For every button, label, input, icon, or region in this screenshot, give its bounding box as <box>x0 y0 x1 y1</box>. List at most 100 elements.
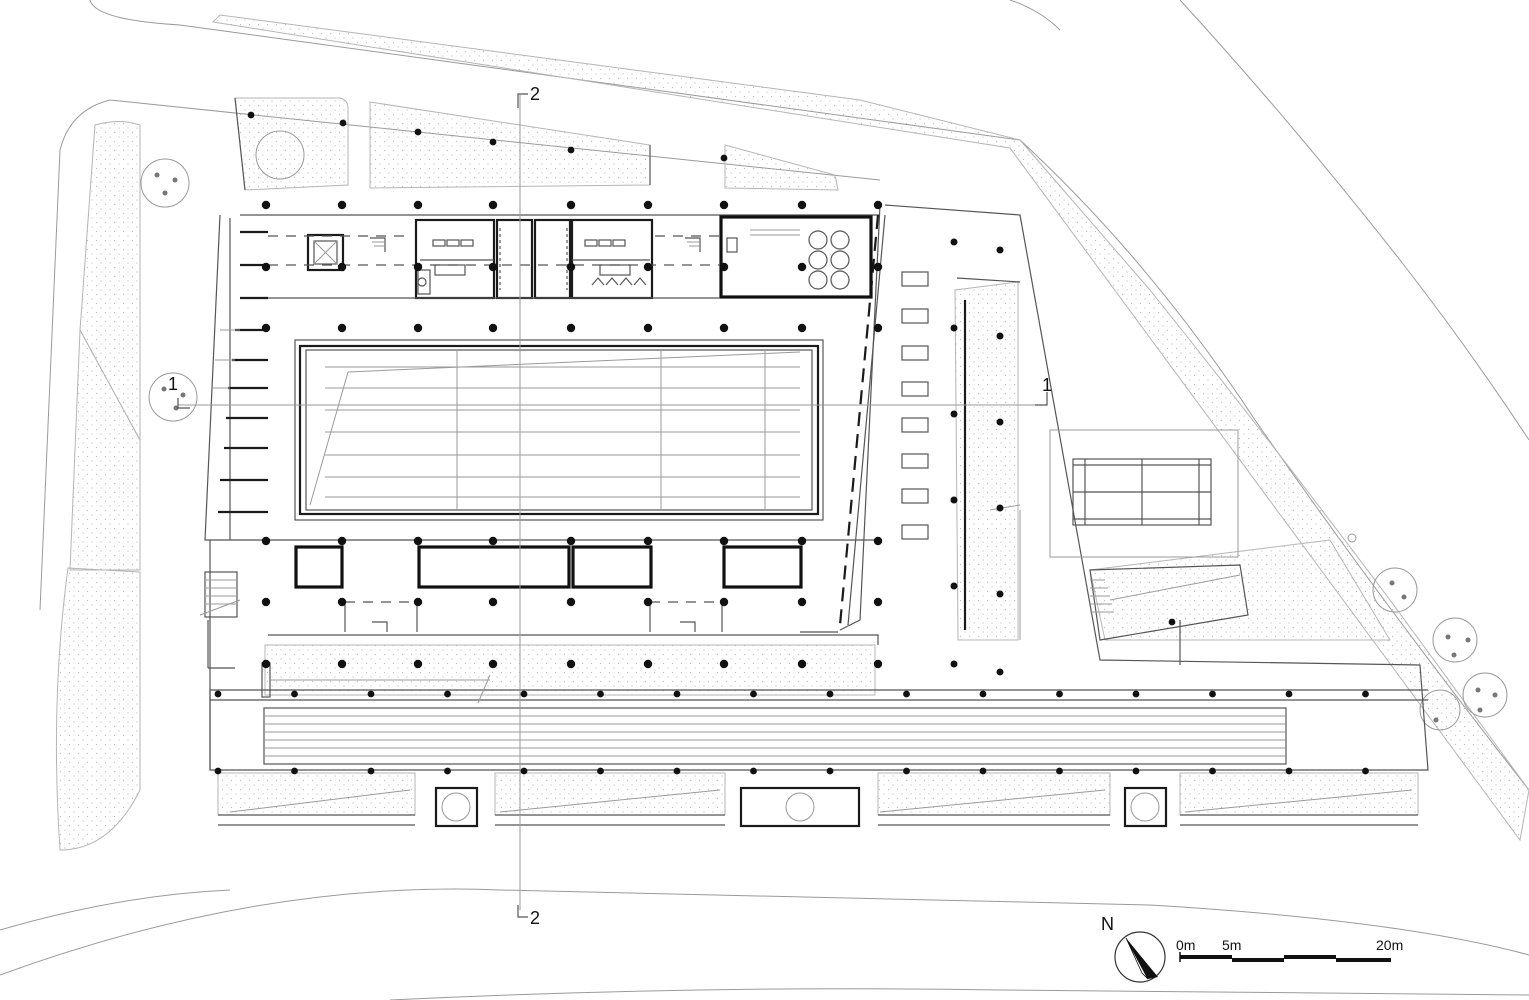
building-outline <box>204 97 1429 771</box>
column <box>367 767 375 775</box>
scale-bar <box>1179 952 1391 962</box>
west-fins <box>212 218 268 540</box>
column <box>488 262 498 272</box>
column <box>413 200 423 210</box>
column <box>826 767 834 775</box>
scale-label-20m: 20m <box>1376 937 1403 953</box>
column <box>643 659 653 669</box>
column <box>720 154 728 162</box>
column <box>597 690 604 698</box>
column <box>291 690 298 698</box>
column <box>996 246 1004 254</box>
column <box>797 536 807 546</box>
column <box>996 668 1004 676</box>
column <box>719 262 729 272</box>
column <box>719 323 729 333</box>
column <box>337 200 347 210</box>
column <box>261 262 271 272</box>
east-stair <box>1090 574 1241 613</box>
column <box>797 323 807 333</box>
scale-label-5m: 5m <box>1222 937 1241 953</box>
column <box>566 597 576 607</box>
column <box>520 690 528 698</box>
column <box>950 238 958 246</box>
column <box>337 536 347 546</box>
column <box>367 690 375 698</box>
section-marker-2-bottom: 2 <box>530 908 540 928</box>
north-arrow-label: N <box>1101 914 1114 934</box>
column <box>247 111 255 119</box>
column <box>261 659 271 669</box>
column <box>214 690 222 698</box>
column <box>413 659 423 669</box>
column <box>873 536 883 546</box>
column <box>488 200 498 210</box>
column <box>996 418 1004 426</box>
column <box>597 767 604 775</box>
columns <box>214 111 1369 775</box>
column <box>719 536 729 546</box>
column <box>261 536 271 546</box>
column <box>950 496 958 504</box>
column <box>873 659 883 669</box>
column <box>797 659 807 669</box>
column <box>643 200 653 210</box>
column <box>566 659 576 669</box>
column <box>337 323 347 333</box>
column <box>826 690 834 698</box>
column <box>798 201 806 209</box>
column <box>873 323 883 333</box>
column <box>673 767 681 775</box>
column <box>873 597 883 607</box>
column <box>489 138 497 146</box>
column <box>1285 767 1293 775</box>
column <box>567 146 575 154</box>
column <box>1209 690 1216 698</box>
section-marker-1-right: 1 <box>1042 375 1052 395</box>
column <box>214 767 222 775</box>
column <box>719 659 729 669</box>
column <box>750 767 757 775</box>
column <box>643 536 653 546</box>
column <box>996 590 1004 598</box>
column <box>337 659 347 669</box>
column <box>996 332 1004 340</box>
column <box>903 690 910 698</box>
column <box>1362 690 1369 698</box>
column <box>337 262 347 272</box>
column <box>413 536 423 546</box>
column <box>1056 767 1063 775</box>
column <box>996 504 1004 512</box>
column <box>1056 690 1063 698</box>
column <box>1285 690 1293 698</box>
column <box>261 200 271 210</box>
column <box>488 597 498 607</box>
column <box>673 690 681 698</box>
column <box>950 660 958 668</box>
column <box>903 767 910 775</box>
column <box>413 262 423 272</box>
column <box>444 767 451 775</box>
column <box>291 767 298 775</box>
south-terraces <box>218 786 1418 828</box>
south-ramp <box>261 662 1287 765</box>
column <box>339 119 347 127</box>
north-arrow-icon <box>1114 931 1166 983</box>
column <box>444 690 451 698</box>
column <box>979 767 987 775</box>
column <box>873 262 883 272</box>
column <box>873 200 883 210</box>
column <box>1132 690 1140 698</box>
column <box>488 659 498 669</box>
column <box>1132 767 1140 775</box>
east-yard <box>901 271 1021 640</box>
column <box>797 262 807 272</box>
scale-label-0m: 0m <box>1176 937 1195 953</box>
service-block <box>268 215 873 300</box>
column <box>261 597 271 607</box>
column <box>1168 618 1176 626</box>
planting-areas <box>55 14 1529 851</box>
column <box>566 200 576 210</box>
column <box>643 323 653 333</box>
